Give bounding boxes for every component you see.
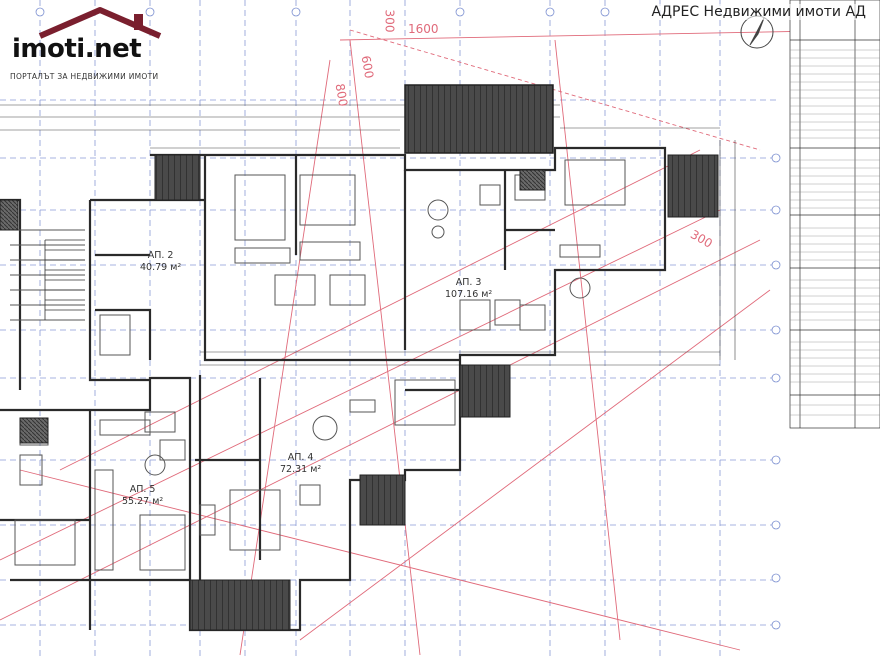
brand-tagline: ПОРТАЛЪТ ЗА НЕДВИЖИМИ ИМОТИ <box>10 72 159 81</box>
apartment-label: АП. 2 40.79 м² <box>140 250 181 274</box>
agency-watermark: АДРЕС Недвижими имоти АД <box>651 4 866 20</box>
apartment-name: АП. 2 <box>147 250 174 261</box>
apartment-area: 107.16 м² <box>445 289 493 300</box>
legend-table <box>789 0 880 429</box>
apartment-area: 40.79 м² <box>140 262 182 273</box>
apartment-label: АП. 3 107.16 м² <box>445 277 492 301</box>
brand-name: imoti.net <box>12 34 142 64</box>
dimension-label: 300 <box>382 9 397 33</box>
dimension-label: 1600 <box>408 22 439 36</box>
house-roof-icon <box>38 7 162 39</box>
building-walls <box>0 146 667 632</box>
axis-markers <box>35 7 781 630</box>
apartment-label: АП. 4 72.31 м² <box>280 452 321 476</box>
apartment-label: АП. 5 55.27 м² <box>122 484 163 508</box>
apartment-area: 55.27 м² <box>122 496 164 507</box>
staircase <box>44 239 85 320</box>
balconies <box>0 84 719 631</box>
apartment-area: 72.31 м² <box>280 464 322 475</box>
dimension-chains <box>0 104 736 366</box>
apartment-name: АП. 5 <box>129 484 156 495</box>
apartment-name: АП. 3 <box>455 277 482 288</box>
brand-logo[interactable]: imoti.net ПОРТАЛЪТ ЗА НЕДВИЖИМИ ИМОТИ <box>8 6 178 86</box>
rotated-dimension-lines <box>0 29 871 656</box>
apartment-name: АП. 4 <box>287 452 314 463</box>
legend-rows <box>790 49 880 416</box>
